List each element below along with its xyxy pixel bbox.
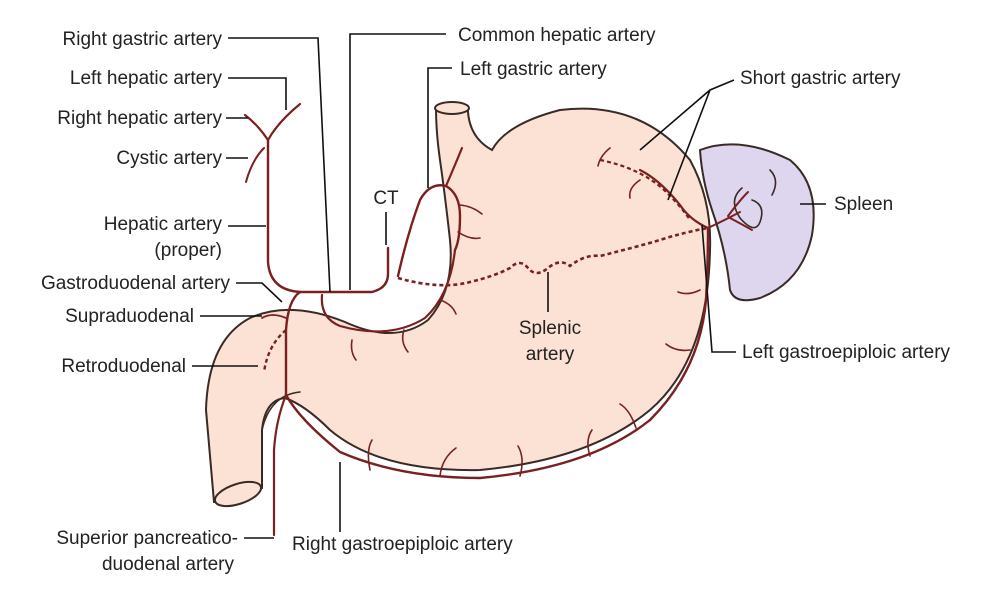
spleen-shape xyxy=(698,143,815,302)
right-hepatic-branch xyxy=(243,113,270,142)
stomach-outline xyxy=(204,103,712,504)
label-superior-pancreaticoduodenal-line2: duodenal artery xyxy=(102,554,235,575)
gastroduodenal-artery xyxy=(284,290,302,397)
superior-pancreaticoduodenal-artery xyxy=(272,393,288,537)
label-splenic-line2: artery xyxy=(526,344,575,365)
label-right-gastroepiploic-artery: Right gastroepiploic artery xyxy=(292,534,513,555)
left-gastroepiploic-artery xyxy=(648,226,710,422)
supraduodenal-branch xyxy=(261,314,287,319)
label-spleen: Spleen xyxy=(834,194,893,215)
arteries xyxy=(243,102,753,537)
retroduodenal-branch xyxy=(262,329,287,373)
label-left-gastric-artery: Left gastric artery xyxy=(460,59,607,80)
gastric-twigs xyxy=(350,147,701,477)
right-gastric-artery xyxy=(320,248,457,333)
label-left-gastroepiploic-artery: Left gastroepiploic artery xyxy=(742,342,951,363)
leader-lines xyxy=(192,33,826,539)
splenic-hilum-branches xyxy=(707,191,753,231)
pylorus-fold xyxy=(261,391,301,431)
label-cystic-artery: Cystic artery xyxy=(116,148,222,169)
label-retroduodenal: Retroduodenal xyxy=(61,356,186,377)
left-hepatic-branch xyxy=(266,102,302,142)
label-right-gastric-artery: Right gastric artery xyxy=(63,29,223,50)
cystic-branch xyxy=(245,147,265,183)
duodenum-opening xyxy=(213,480,263,508)
esophagus-opening xyxy=(434,101,470,115)
label-gastroduodenal-artery: Gastroduodenal artery xyxy=(41,273,231,294)
label-right-hepatic-artery: Right hepatic artery xyxy=(57,108,222,129)
spleen-hilum xyxy=(733,169,777,229)
label-hepatic-artery-proper-line1: Hepatic artery xyxy=(104,214,223,235)
left-gastric-upper xyxy=(444,146,464,188)
label-supraduodenal: Supraduodenal xyxy=(65,306,194,327)
label-splenic-line1: Splenic xyxy=(519,318,581,339)
label-common-hepatic-artery: Common hepatic artery xyxy=(458,25,656,46)
label-superior-pancreaticoduodenal-line1: Superior pancreatico- xyxy=(56,528,238,549)
short-gastric-dashed xyxy=(599,158,691,221)
labels: Right gastric artery Left hepatic artery… xyxy=(41,25,951,575)
label-ct: CT xyxy=(373,188,399,209)
label-left-hepatic-artery: Left hepatic artery xyxy=(70,68,223,89)
hepatic-artery-proper xyxy=(266,138,302,294)
short-gastric-artery xyxy=(638,168,710,230)
label-hepatic-artery-proper-line2: (proper) xyxy=(154,240,222,261)
label-short-gastric-artery: Short gastric artery xyxy=(740,68,901,89)
common-hepatic-artery xyxy=(298,246,390,294)
splenic-artery xyxy=(397,226,709,287)
